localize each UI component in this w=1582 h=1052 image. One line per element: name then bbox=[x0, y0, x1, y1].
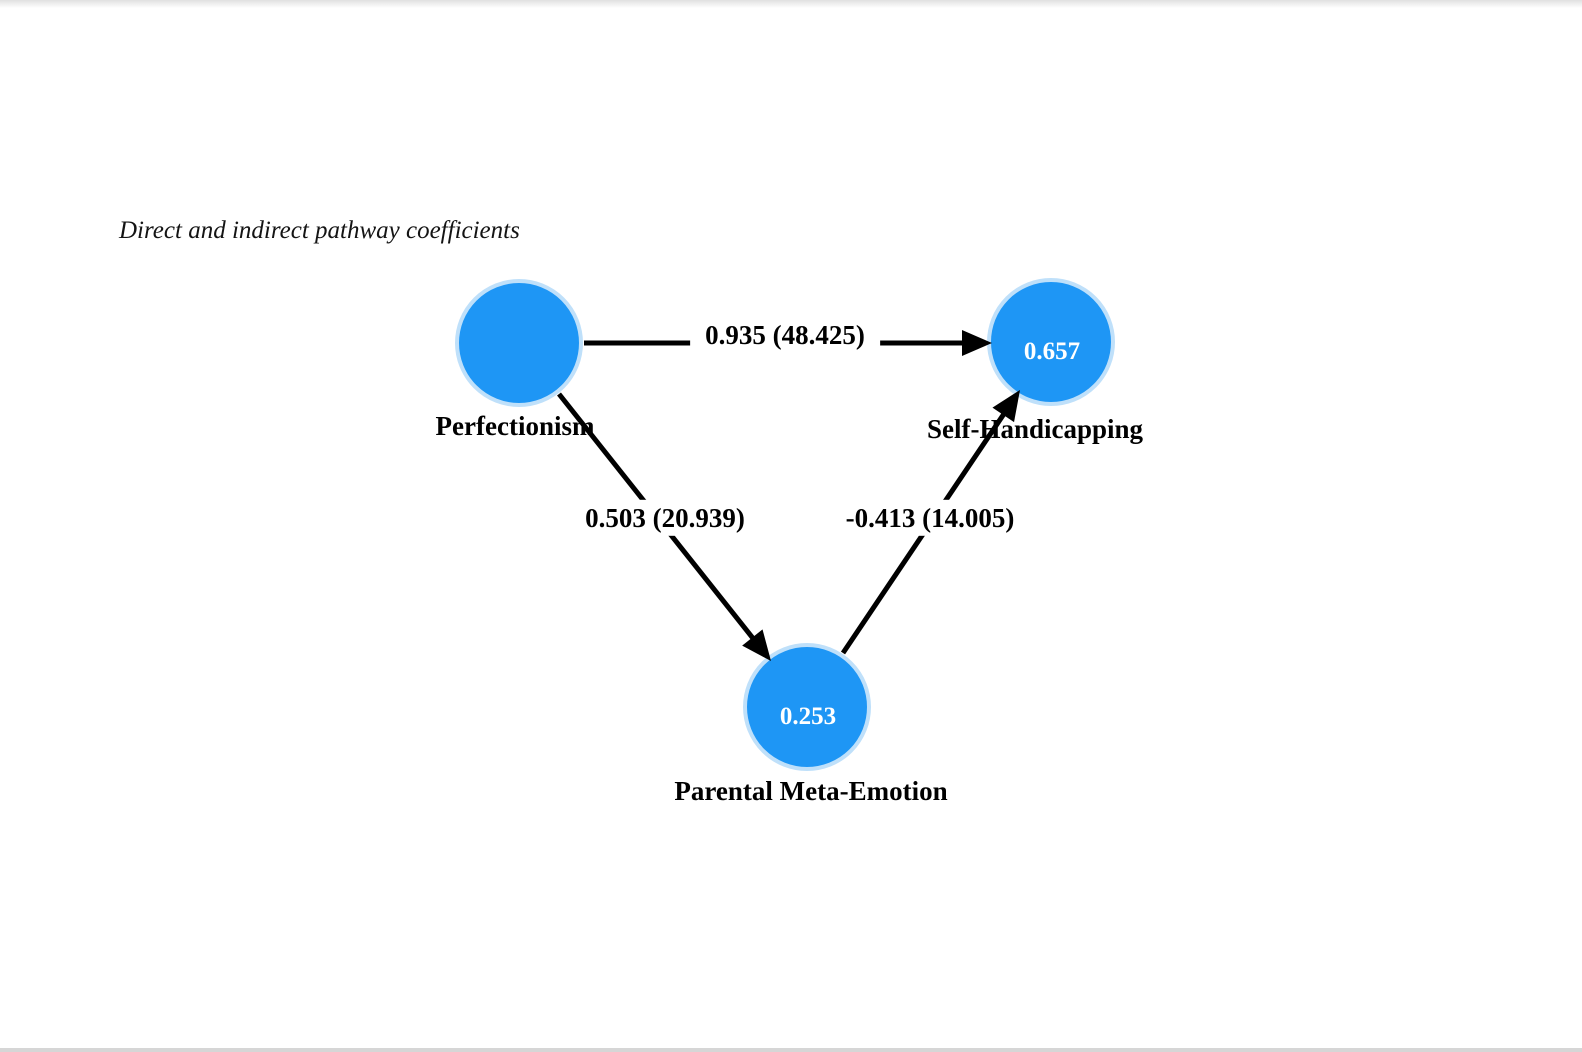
arrowhead-icon-perfectionism-to-parental-meta-emotion bbox=[742, 629, 771, 661]
node-label-self-handicapping: Self-Handicapping bbox=[927, 414, 1144, 444]
page-bottom-edge bbox=[0, 1048, 1582, 1052]
node-label-parental-meta-emotion: Parental Meta-Emotion bbox=[674, 776, 947, 806]
figure-caption: Direct and indirect pathway coefficients bbox=[119, 217, 520, 244]
node-circle-parental-meta-emotion bbox=[743, 643, 871, 771]
node-circle-perfectionism bbox=[455, 279, 583, 407]
arrowhead-icon-parental-meta-emotion-to-self-handicapping bbox=[992, 390, 1020, 423]
node-label-perfectionism: Perfectionism bbox=[436, 411, 595, 441]
arrowhead-icon-perfectionism-to-self-handicapping bbox=[962, 330, 992, 356]
node-circle-self-handicapping bbox=[987, 278, 1115, 406]
edge-line-perfectionism-to-parental-meta-emotion bbox=[557, 392, 757, 643]
edge-line-parental-meta-emotion-to-self-handicapping bbox=[840, 410, 1008, 655]
